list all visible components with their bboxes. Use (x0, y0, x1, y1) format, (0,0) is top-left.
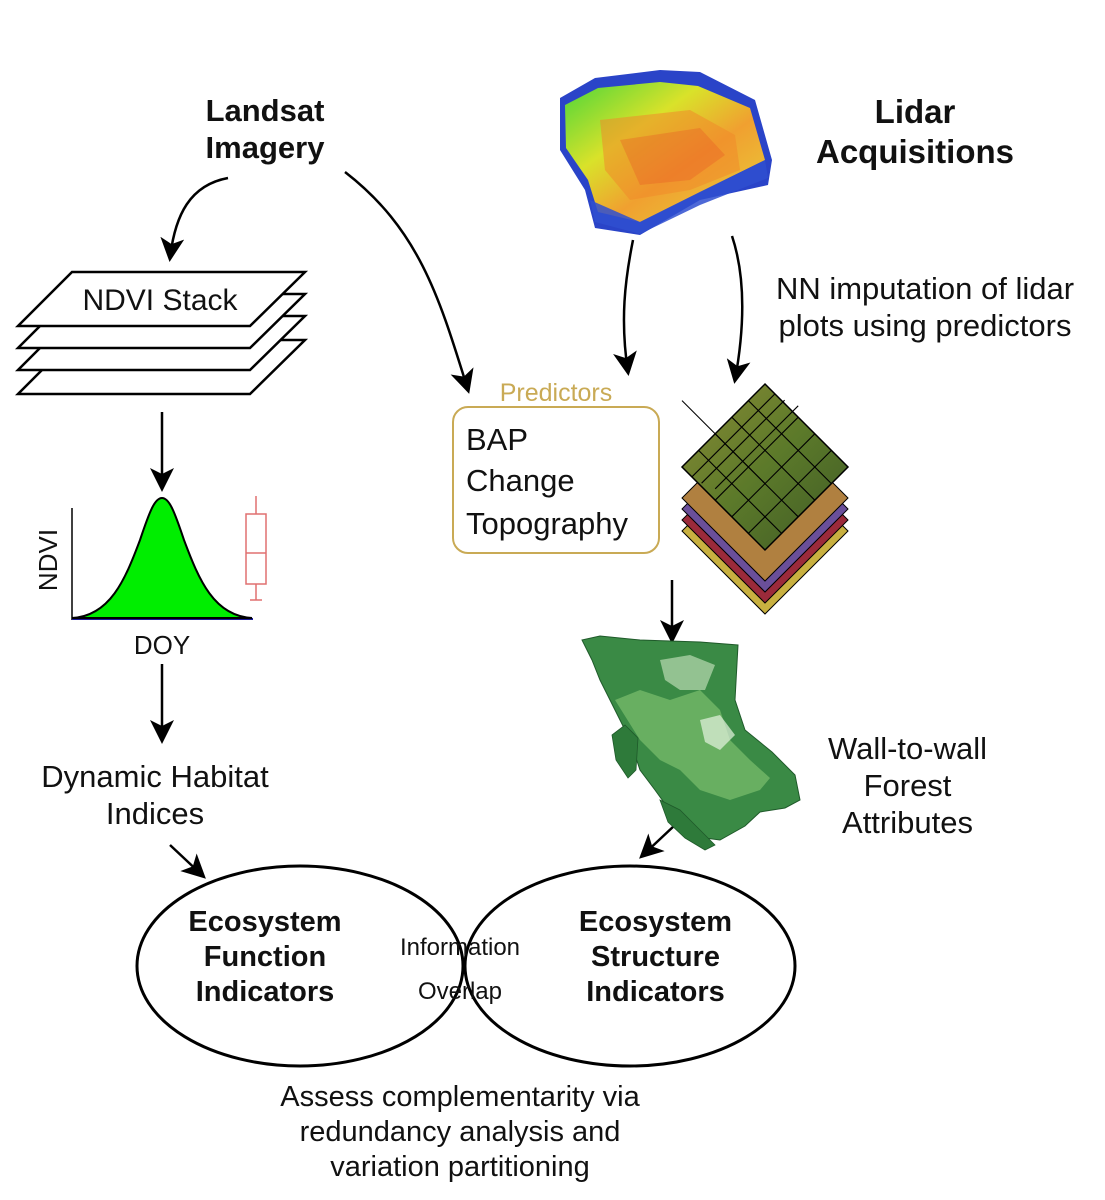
doy-axis-label: DOY (133, 630, 191, 660)
imputed-raster-grid-stack (680, 382, 850, 615)
lidar-acquisitions-label: Lidar Acquisitions (815, 93, 1015, 170)
arrow-map-to-structure (639, 824, 676, 859)
assess-complementarity-label: Assess complementarity via redundancy an… (280, 1081, 640, 1183)
ndvi-stack-layers (14, 270, 309, 396)
arrow-landsat-to-predictors (344, 171, 474, 394)
dynamic-habitat-indices-label: Dynamic Habitat Indices (41, 759, 269, 832)
arrow-dhi-to-function (169, 844, 206, 879)
ndvi-boxplot (245, 496, 267, 601)
arrow-landsat-to-ndvi (160, 176, 229, 262)
predictors-title: Predictors (499, 379, 613, 407)
ndvi-phenology-curve (71, 496, 253, 620)
venn-diagram (135, 864, 797, 1068)
wall-to-wall-forest-attributes-label: Wall-to-wall Forest Attributes (827, 731, 988, 841)
predictors-box (452, 406, 660, 554)
information-overlap-label: Information Overlap (399, 934, 521, 1006)
function-ellipse (135, 864, 465, 1068)
structure-ellipse (463, 864, 797, 1068)
ecosystem-function-indicators-label: Ecosystem Function Indicators (188, 906, 342, 1008)
bc-forest-attribute-map (581, 635, 801, 851)
arrow-lidar-to-grid (726, 235, 751, 384)
lidar-point-cloud-image (560, 70, 772, 235)
predictor-item-bap: BAP (466, 422, 529, 457)
landsat-imagery-label: Landsat Imagery (205, 93, 325, 166)
ndvi-axis-label: NDVI (33, 529, 63, 591)
ndvi-stack-label: NDVI Stack (82, 284, 238, 317)
ecosystem-structure-indicators-label: Ecosystem Structure Indicators (578, 906, 733, 1008)
nn-imputation-label: NN imputation of lidar plots using predi… (775, 271, 1075, 344)
arrow-lidar-to-predictors (613, 239, 637, 376)
predictor-item-change: Change (466, 463, 575, 498)
predictor-item-topography: Topography (466, 506, 629, 541)
